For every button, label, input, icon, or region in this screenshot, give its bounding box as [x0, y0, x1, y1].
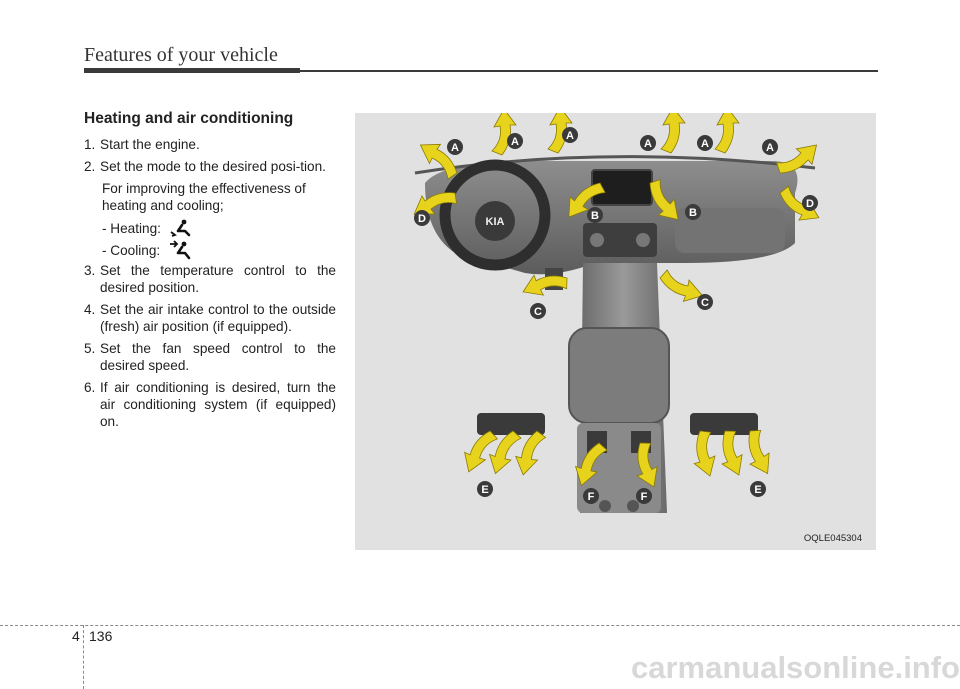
svg-text:F: F [641, 491, 648, 503]
badge-d-2: D [802, 195, 818, 211]
footer-divider [83, 625, 84, 689]
rear-usb-left [599, 500, 611, 512]
svg-text:A: A [766, 142, 774, 154]
steering-hub [475, 201, 515, 241]
climate-panel [583, 223, 657, 257]
step-number: 5. [84, 341, 96, 356]
badge-a-3: A [562, 127, 578, 143]
step-1: 1. Start the engine. [84, 136, 336, 153]
floor-vent-left [477, 413, 545, 435]
svg-text:B: B [689, 207, 697, 219]
svg-text:E: E [481, 484, 488, 496]
step-number: 4. [84, 302, 96, 317]
svg-text:A: A [701, 138, 709, 150]
step-5: 5. Set the fan speed control to the desi… [84, 340, 336, 374]
badge-b-2: B [685, 204, 701, 220]
floor-vent-right [690, 413, 758, 435]
arrow-a-5 [714, 113, 740, 154]
running-header: Features of your vehicle [84, 44, 278, 66]
svg-text:F: F [588, 491, 595, 503]
armrest [568, 327, 670, 424]
step-4: 4. Set the air intake control to the out… [84, 301, 336, 335]
step-text: Set the mode to the desired posi-tion. [100, 159, 326, 174]
badge-f-2: F [636, 488, 652, 504]
badge-a-5: A [697, 135, 713, 151]
svg-text:C: C [534, 306, 542, 318]
badge-a-1: A [447, 139, 463, 155]
svg-text:A: A [511, 136, 519, 148]
step-number: 3. [84, 263, 96, 278]
step-text: Set the air intake control to the outsid… [100, 302, 336, 334]
heating-label: - Heating: [102, 220, 161, 236]
chapter-number: 4 [72, 628, 80, 644]
svg-text:A: A [566, 130, 574, 142]
step-number: 1. [84, 137, 96, 152]
arrow-e-5 [711, 427, 751, 480]
rear-usb-right [627, 500, 639, 512]
badge-c-2: C [697, 294, 713, 310]
steering-wheel [439, 159, 551, 271]
page-number: 136 [89, 628, 113, 644]
step-text: Set the fan speed control to the desired… [100, 341, 336, 373]
svg-text:D: D [418, 213, 426, 225]
badge-e-1: E [477, 481, 493, 497]
badge-f-1: F [583, 488, 599, 504]
face-vent-mode-icon [170, 240, 191, 260]
badge-b-1: B [587, 207, 603, 223]
glovebox [675, 208, 785, 253]
heating-mode: - Heating: [84, 218, 336, 238]
header-rule-thin [300, 70, 878, 72]
footer-rule [0, 625, 960, 626]
figure-code: OQLE045304 [803, 533, 862, 544]
step-text: Start the engine. [100, 137, 200, 152]
badge-a-4: A [640, 135, 656, 151]
step-2: 2. Set the mode to the desired posi-tion… [84, 158, 336, 175]
step-number: 2. [84, 159, 96, 174]
badge-d-1: D [414, 210, 430, 226]
floor-vent-mode-icon [170, 219, 191, 237]
step-3: 3. Set the temperature control to the de… [84, 262, 336, 296]
step-number: 6. [84, 380, 96, 395]
step-text: Set the temperature control to the desir… [100, 263, 336, 295]
arrow-e-4 [686, 428, 722, 480]
vent-diagram: KIA A A A [355, 113, 876, 550]
svg-text:B: B [591, 210, 599, 222]
svg-text:D: D [806, 198, 814, 210]
badge-e-2: E [750, 481, 766, 497]
windshield-edge [414, 155, 816, 175]
badge-c-1: C [530, 303, 546, 319]
climate-knob-left [590, 233, 604, 247]
cooling-mode: - Cooling: [84, 240, 336, 260]
arrow-a-4 [660, 113, 686, 154]
svg-text:A: A [451, 142, 459, 154]
badge-a-6: A [762, 139, 778, 155]
section-title: Heating and air conditioning [84, 110, 294, 127]
climate-knob-right [636, 233, 650, 247]
step-6: 6. If air conditioning is desired, turn … [84, 379, 336, 430]
svg-text:C: C [701, 297, 709, 309]
watermark: carmanualsonline.info [630, 650, 960, 685]
header-rule-thick [84, 68, 300, 73]
cooling-label: - Cooling: [102, 242, 161, 258]
svg-text:E: E [754, 484, 761, 496]
badge-a-2: A [507, 133, 523, 149]
instruction-section: Heating and air conditioning 1. Start th… [84, 110, 336, 435]
kia-logo: KIA [486, 216, 505, 228]
svg-text:A: A [644, 138, 652, 150]
mode-note: For improving the effectiveness of heati… [102, 181, 306, 213]
dashboard-illustration: KIA A A A [407, 113, 826, 513]
step-text: If air conditioning is desired, turn the… [100, 380, 336, 429]
